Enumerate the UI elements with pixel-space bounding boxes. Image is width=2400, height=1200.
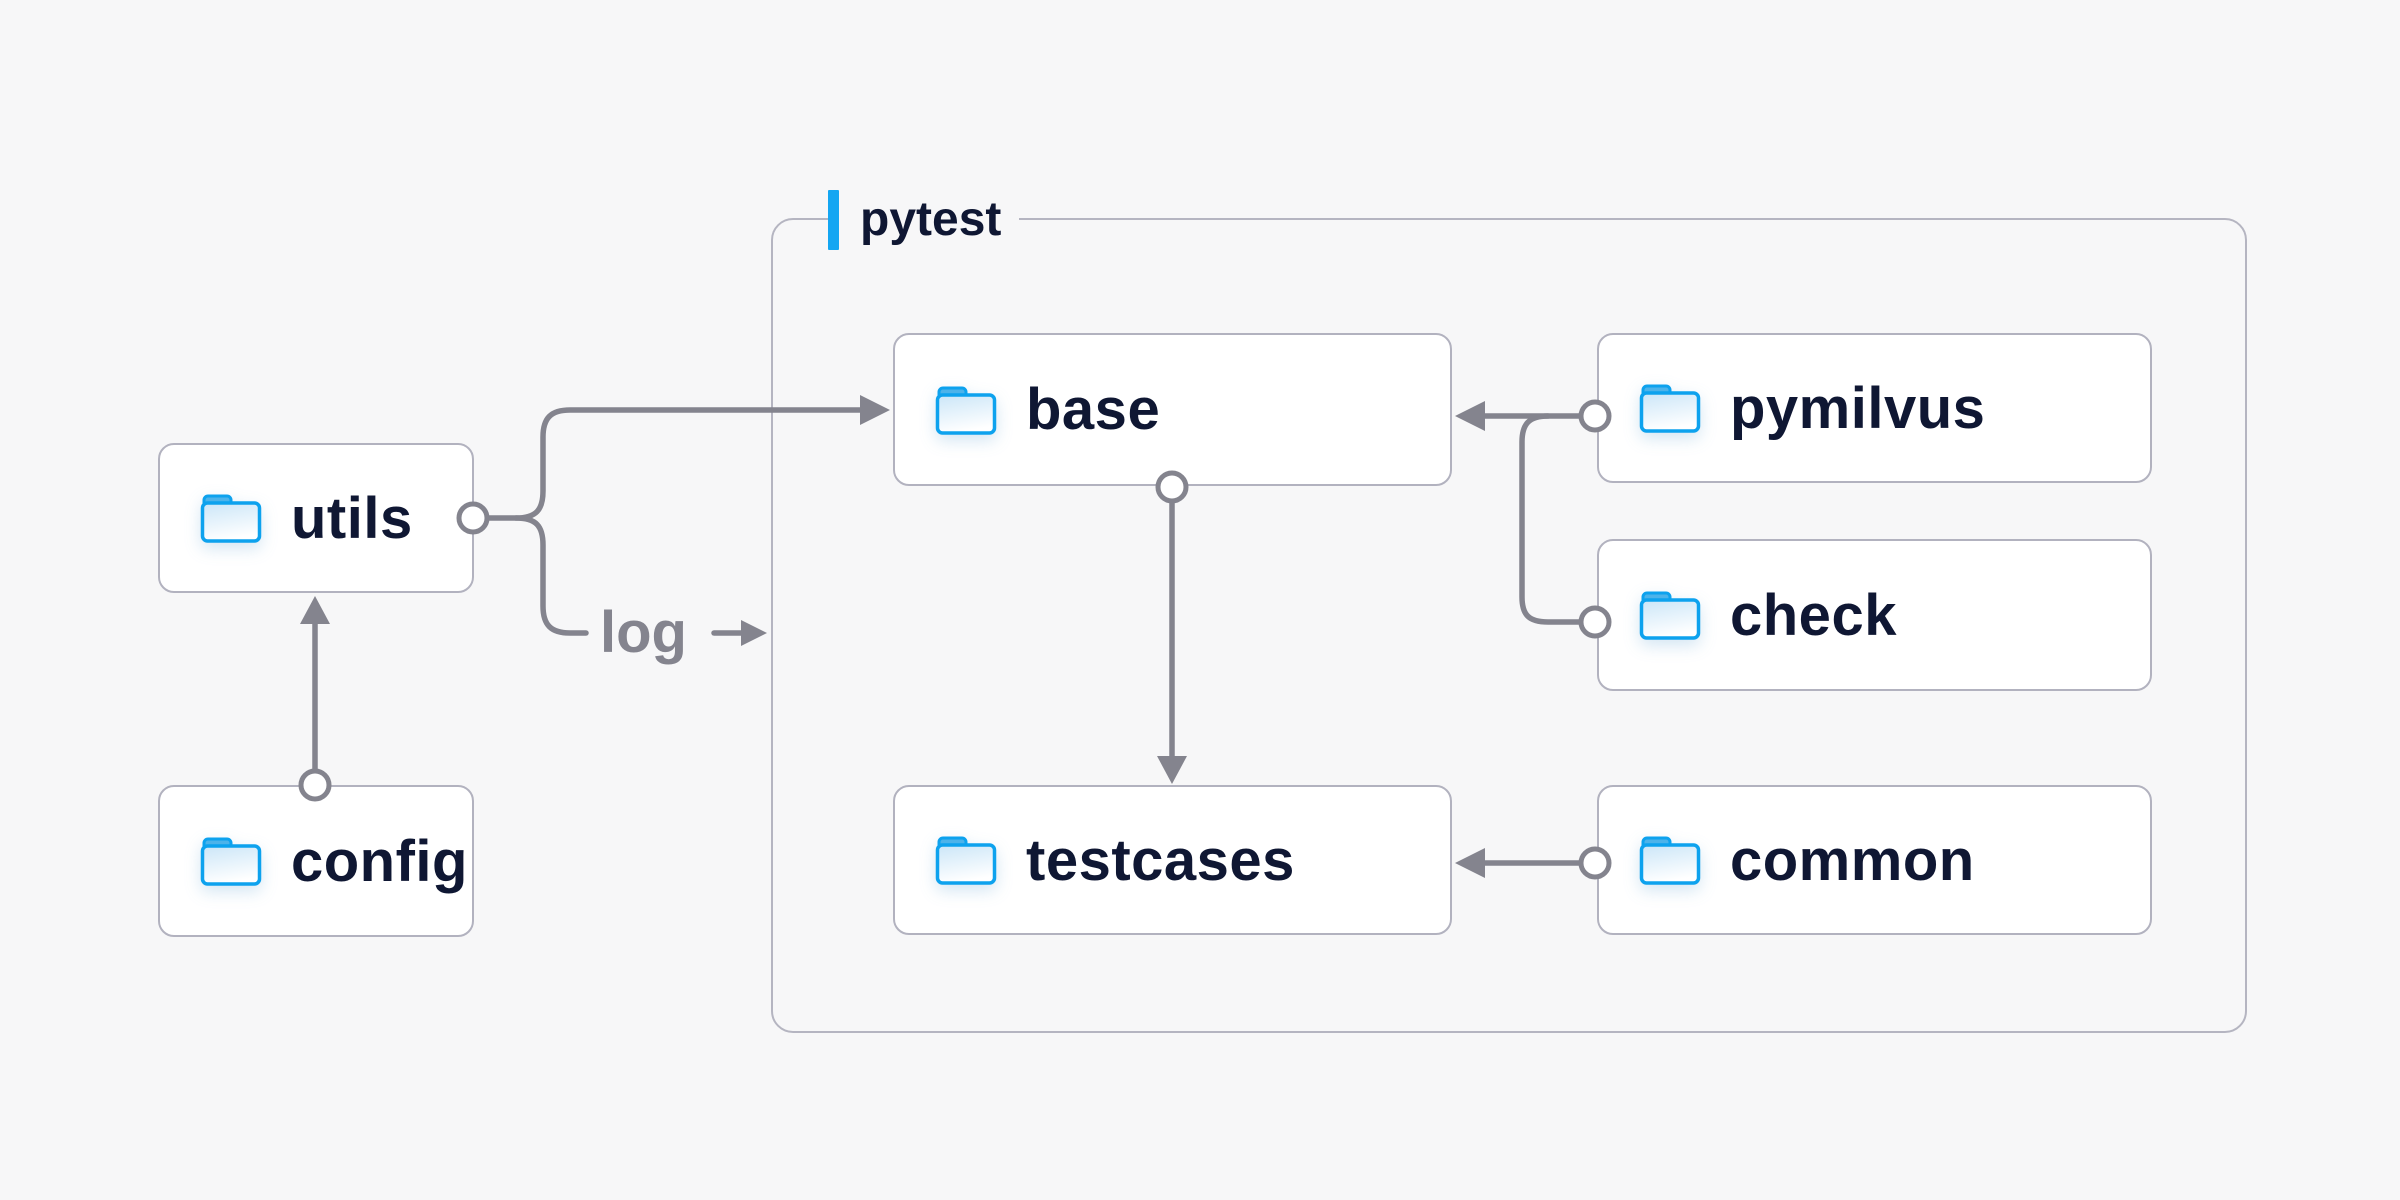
group-title: pytest [860, 193, 1002, 246]
node-label: check [1730, 582, 1897, 648]
edge-label-log: log [600, 600, 687, 665]
folder-icon [1639, 384, 1701, 433]
node-pymilvus: pymilvus [1597, 333, 2152, 483]
node-utils: utils [158, 443, 474, 593]
pytest-group: pytest [771, 189, 2247, 1033]
node-label: testcases [1026, 827, 1295, 893]
node-label: common [1730, 827, 1975, 893]
node-base: base [893, 333, 1452, 486]
arrowhead-log-into-pytest [741, 620, 767, 646]
folder-icon [200, 837, 262, 886]
node-label: config [291, 828, 468, 894]
node-label: pymilvus [1730, 375, 1986, 441]
folder-icon [200, 494, 262, 543]
node-common: common [1597, 785, 2152, 935]
folder-icon [935, 386, 997, 435]
pytest-group-label: pytest [828, 189, 1020, 251]
node-label: base [1026, 377, 1161, 442]
node-label: utils [291, 485, 413, 551]
arrowhead-into-utils-bottom [300, 596, 330, 624]
node-testcases: testcases [893, 785, 1452, 935]
edge-utils-log [513, 515, 589, 636]
folder-icon [935, 836, 997, 885]
folder-icon [1639, 836, 1701, 885]
node-check: check [1597, 539, 2152, 691]
node-config: config [158, 785, 474, 937]
folder-icon [1639, 591, 1701, 640]
accent-bar-icon [828, 190, 839, 250]
